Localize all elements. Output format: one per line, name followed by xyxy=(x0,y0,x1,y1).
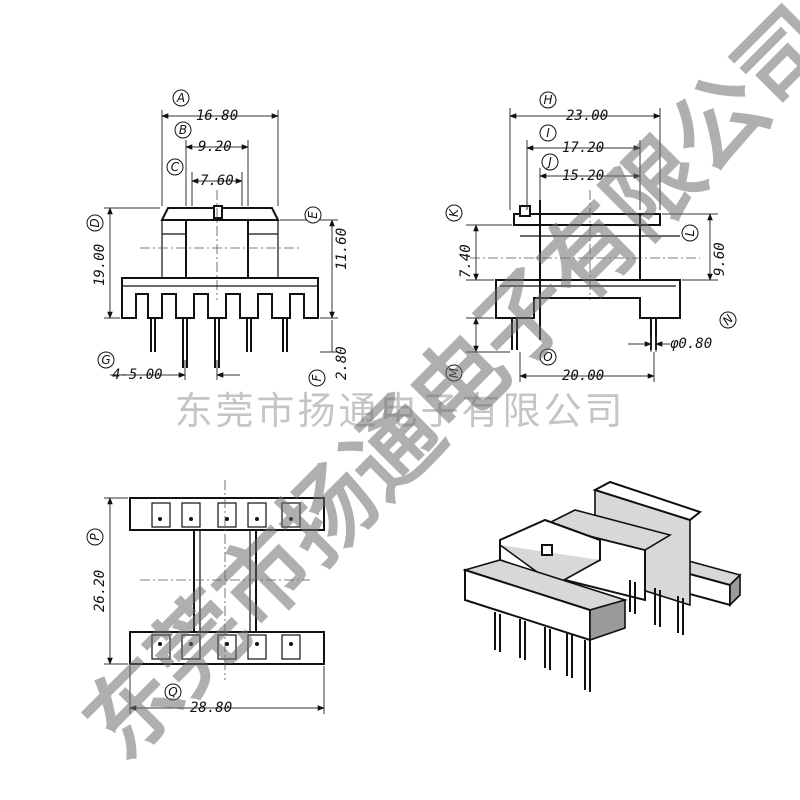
top-view: P 26.20 Q 28.80 xyxy=(86,480,325,716)
label-F: F xyxy=(310,373,324,381)
label-L: L xyxy=(683,230,697,237)
label-O: O xyxy=(543,350,552,364)
label-P: P xyxy=(88,533,102,541)
label-C: C xyxy=(171,160,180,174)
dim-D: 19.00 xyxy=(92,244,108,286)
dim-I: 17.20 xyxy=(562,140,604,156)
dim-B: 9.20 xyxy=(198,139,232,155)
label-G: G xyxy=(101,353,110,367)
label-I: I xyxy=(546,126,550,140)
dim-C: 7.60 xyxy=(200,173,234,189)
label-H: H xyxy=(543,93,552,107)
isometric-view xyxy=(462,480,742,692)
dim-Q: 28.80 xyxy=(190,700,232,716)
front-view: A 16.80 B 9.20 C 7.60 D 19.00 E 11.60 xyxy=(86,89,350,387)
dim-P: 26.20 xyxy=(92,570,108,612)
label-Q: Q xyxy=(168,685,177,699)
side-view: H 23.00 I 17.20 J 15.20 K 7.40 L 9.60 xyxy=(445,91,737,384)
label-K: K xyxy=(447,208,461,217)
dim-F: 2.80 xyxy=(334,346,350,380)
dim-J: 15.20 xyxy=(562,168,604,184)
dim-E: 11.60 xyxy=(334,228,350,270)
dim-L: 9.60 xyxy=(712,242,728,276)
dim-H: 23.00 xyxy=(566,108,608,124)
dim-G: 4-5.00 xyxy=(112,367,163,383)
label-B: B xyxy=(179,123,187,137)
dim-O: 20.00 xyxy=(562,368,604,384)
dim-N: φ0.80 xyxy=(670,336,712,352)
label-D: D xyxy=(88,218,102,227)
dim-A: 16.80 xyxy=(196,108,238,124)
label-E: E xyxy=(306,211,320,219)
label-J: J xyxy=(546,155,552,169)
label-M: M xyxy=(447,367,461,378)
label-A: A xyxy=(176,91,185,105)
dim-K: 7.40 xyxy=(458,244,474,278)
